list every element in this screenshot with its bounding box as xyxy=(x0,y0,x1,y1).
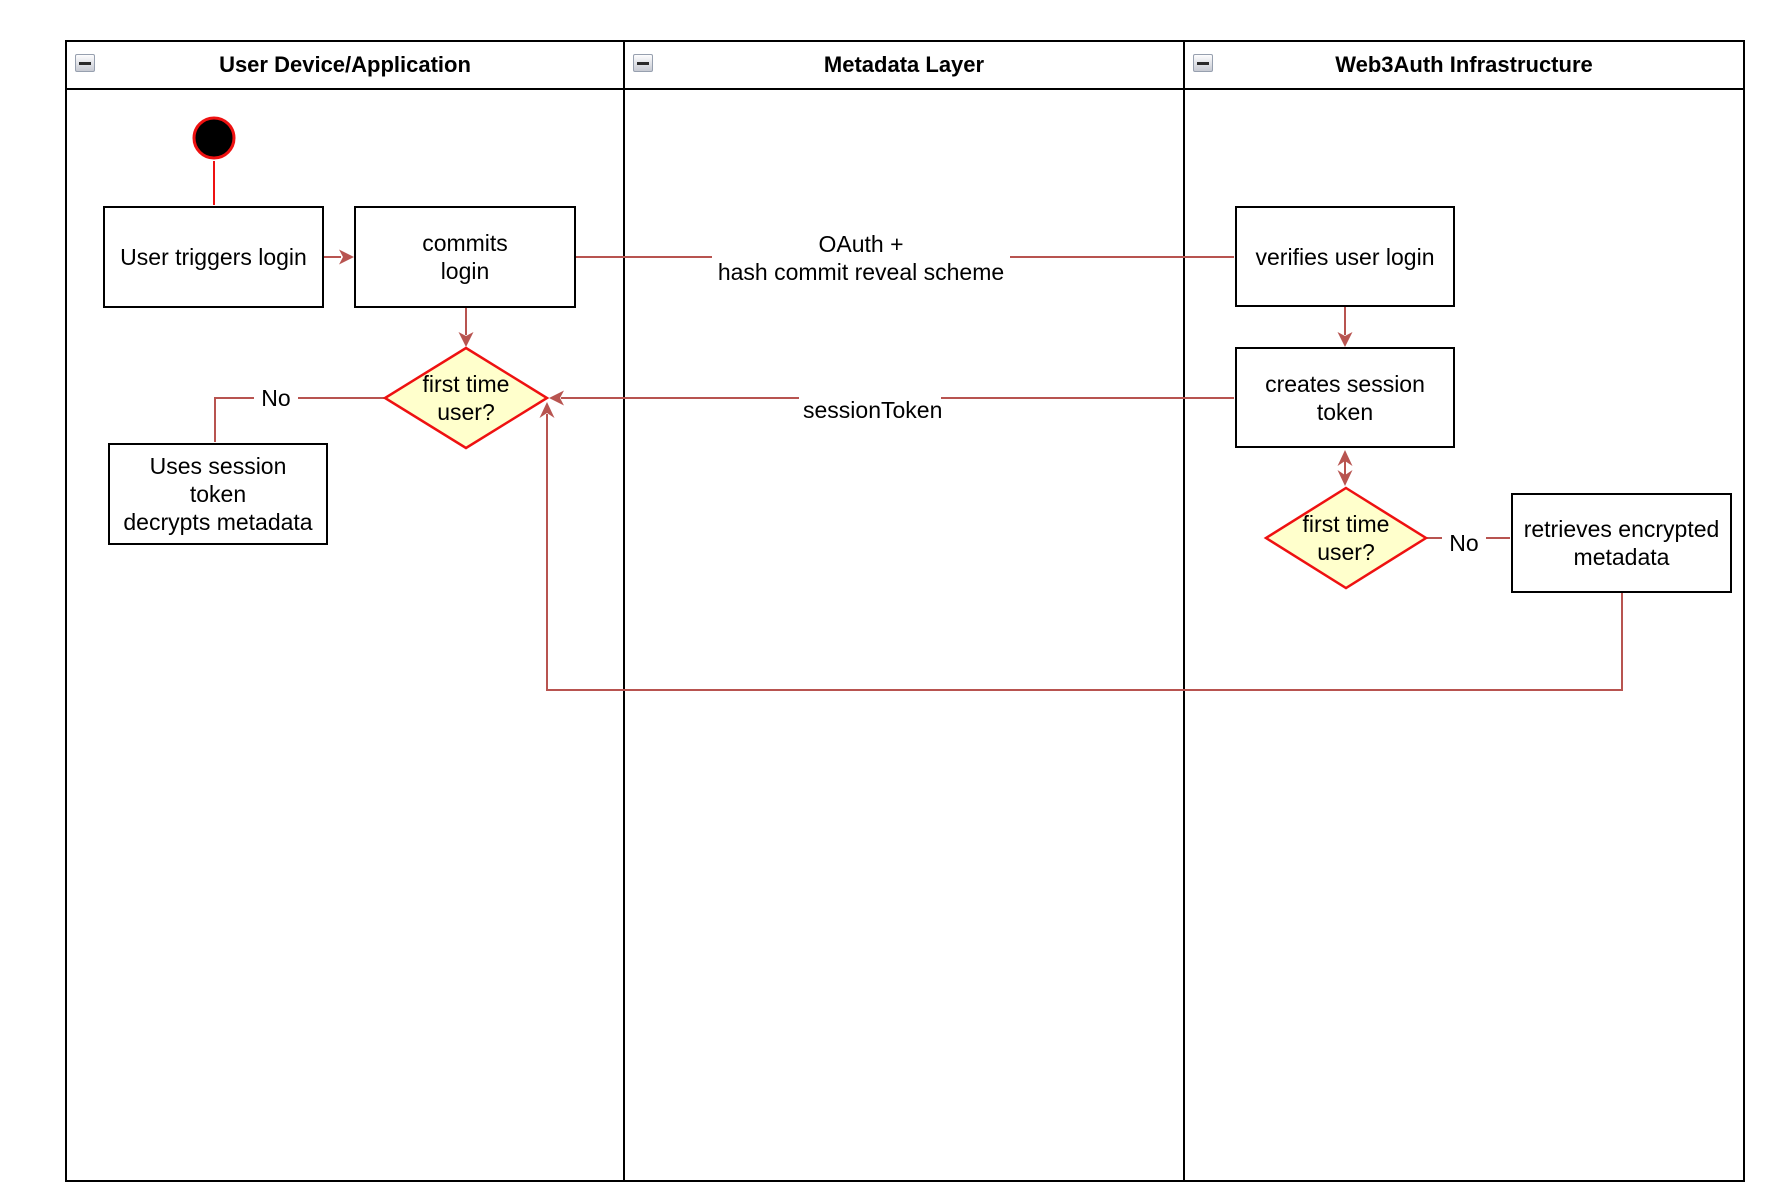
node-commits-login[interactable]: commits login xyxy=(354,206,576,308)
lane-web3auth-infrastructure: Web3Auth Infrastructure xyxy=(1185,42,1743,1180)
lane-header-web3auth-infrastructure: Web3Auth Infrastructure xyxy=(1185,42,1743,90)
minus-icon xyxy=(637,61,649,65)
minus-icon xyxy=(1197,61,1209,65)
lane-metadata-layer: Metadata Layer xyxy=(625,42,1185,1180)
node-verifies-user-login[interactable]: verifies user login xyxy=(1235,206,1455,307)
minus-icon xyxy=(79,61,91,65)
edge-label-no-2: No xyxy=(1442,529,1486,557)
lane-header-metadata-layer: Metadata Layer xyxy=(625,42,1183,90)
collapse-lane-icon[interactable] xyxy=(75,54,95,72)
lane-title: User Device/Application xyxy=(219,52,471,77)
collapse-lane-icon[interactable] xyxy=(1193,54,1213,72)
collapse-lane-icon[interactable] xyxy=(633,54,653,72)
node-uses-session-token[interactable]: Uses session token decrypts metadata xyxy=(108,443,328,545)
lane-header-user-device: User Device/Application xyxy=(67,42,623,90)
lane-title: Metadata Layer xyxy=(823,52,985,77)
node-creates-session-token[interactable]: creates session token xyxy=(1235,347,1455,448)
lane-title: Web3Auth Infrastructure xyxy=(1335,52,1593,77)
node-retrieves-encrypted-metadata[interactable]: retrieves encrypted metadata xyxy=(1511,493,1732,593)
node-user-triggers-login[interactable]: User triggers login xyxy=(103,206,324,308)
edge-label-no-1: No xyxy=(254,384,298,412)
edge-label-oauth: OAuth + hash commit reveal scheme xyxy=(712,230,1010,286)
edge-label-session-token: sessionToken xyxy=(799,396,942,424)
